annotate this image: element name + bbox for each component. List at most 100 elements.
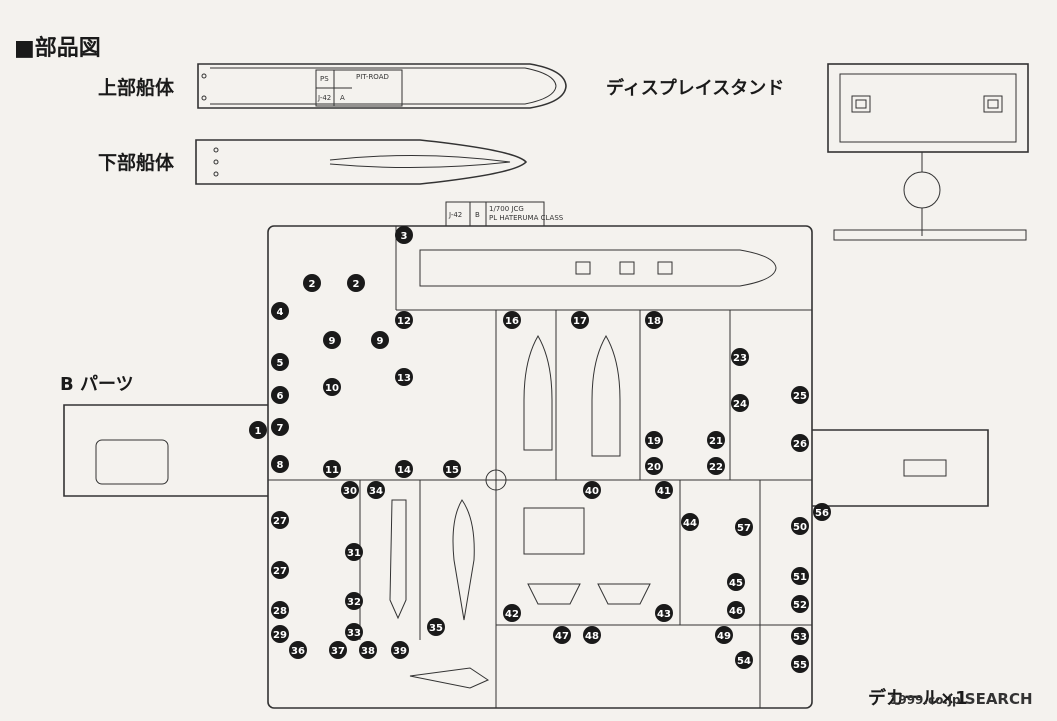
part-number-51: 51	[791, 567, 809, 585]
part-number-31: 31	[345, 543, 363, 561]
part-number-2: 2	[303, 274, 321, 292]
svg-text:48: 48	[585, 631, 599, 642]
svg-text:41: 41	[657, 486, 671, 497]
svg-text:22: 22	[709, 462, 723, 473]
svg-text:24: 24	[733, 399, 747, 410]
decal-label: デカール×1	[868, 688, 968, 709]
part-number-9: 9	[323, 331, 341, 349]
svg-text:6: 6	[277, 391, 284, 402]
part-number-13: 13	[395, 368, 413, 386]
hull-tag-letter: A	[340, 94, 345, 102]
svg-text:23: 23	[733, 353, 747, 364]
svg-text:44: 44	[683, 518, 697, 529]
runner-tag: J-42 B 1/700 JCG PL HATERUMA CLASS	[445, 201, 564, 227]
part-number-14: 14	[395, 460, 413, 478]
svg-text:43: 43	[657, 609, 671, 620]
svg-text:50: 50	[793, 522, 807, 533]
svg-text:45: 45	[729, 578, 743, 589]
part-number-45: 45	[727, 573, 745, 591]
part-number-30: 30	[341, 481, 359, 499]
part-number-35: 35	[427, 618, 445, 636]
part-number-55: 55	[791, 655, 809, 673]
svg-text:35: 35	[429, 623, 443, 634]
part-number-28: 28	[271, 601, 289, 619]
svg-text:12: 12	[397, 316, 411, 327]
svg-text:9: 9	[377, 336, 384, 347]
svg-text:49: 49	[717, 631, 731, 642]
part-number-53: 53	[791, 627, 809, 645]
display-stand-label: ディスプレイスタンド	[606, 78, 785, 99]
part-number-4: 4	[271, 302, 289, 320]
part-number-7: 7	[271, 418, 289, 436]
svg-text:42: 42	[505, 609, 519, 620]
svg-text:26: 26	[793, 439, 807, 450]
part-number-26: 26	[791, 434, 809, 452]
part-number-48: 48	[583, 626, 601, 644]
upper-hull-label: 上部船体	[98, 77, 175, 99]
svg-text:14: 14	[397, 465, 411, 476]
svg-text:18: 18	[647, 316, 661, 327]
svg-text:36: 36	[291, 646, 305, 657]
lower-hull	[195, 139, 528, 185]
part-number-50: 50	[791, 517, 809, 535]
runner-tag-letter: B	[475, 211, 480, 219]
part-number-19: 19	[645, 431, 663, 449]
part-number-39: 39	[391, 641, 409, 659]
svg-text:31: 31	[347, 548, 361, 559]
part-number-27: 27	[271, 561, 289, 579]
svg-text:30: 30	[343, 486, 357, 497]
svg-text:46: 46	[729, 606, 743, 617]
svg-text:55: 55	[793, 660, 807, 671]
svg-text:56: 56	[815, 508, 829, 519]
svg-text:27: 27	[273, 566, 287, 577]
part-number-27: 27	[271, 511, 289, 529]
part-number-6: 6	[271, 386, 289, 404]
svg-text:11: 11	[325, 465, 339, 476]
svg-text:34: 34	[369, 486, 383, 497]
part-number-21: 21	[707, 431, 725, 449]
svg-text:21: 21	[709, 436, 723, 447]
svg-text:20: 20	[647, 462, 661, 473]
part-number-42: 42	[503, 604, 521, 622]
svg-text:32: 32	[347, 597, 361, 608]
svg-text:40: 40	[585, 486, 599, 497]
part-number-16: 16	[503, 311, 521, 329]
svg-text:52: 52	[793, 600, 807, 611]
svg-text:8: 8	[277, 460, 284, 471]
part-number-52: 52	[791, 595, 809, 613]
part-number-12: 12	[395, 311, 413, 329]
watermark-brand: 1999.co.jp	[890, 693, 961, 707]
svg-text:16: 16	[505, 316, 519, 327]
hull-tag-ps: PS	[320, 75, 329, 83]
svg-text:28: 28	[273, 606, 287, 617]
part-number-37: 37	[329, 641, 347, 659]
svg-text:13: 13	[397, 373, 411, 384]
svg-text:27: 27	[273, 516, 287, 527]
part-number-9: 9	[371, 331, 389, 349]
bridge-part	[95, 249, 947, 485]
svg-text:57: 57	[737, 523, 751, 534]
part-number-23: 23	[731, 348, 749, 366]
display-stand	[827, 63, 1029, 241]
svg-text:47: 47	[555, 631, 569, 642]
runner-tag-code: J-42	[448, 211, 462, 219]
part-number-20: 20	[645, 457, 663, 475]
part-number-33: 33	[345, 623, 363, 641]
watermark-text: SEARCH	[964, 690, 1033, 708]
sprue-frame	[63, 225, 989, 709]
part-number-44: 44	[681, 513, 699, 531]
svg-text:38: 38	[361, 646, 375, 657]
part-number-11: 11	[323, 460, 341, 478]
part-number-25: 25	[791, 386, 809, 404]
part-number-29: 29	[271, 625, 289, 643]
svg-text:4: 4	[277, 307, 284, 318]
part-number-54: 54	[735, 651, 753, 669]
part-number-17: 17	[571, 311, 589, 329]
part-number-49: 49	[715, 626, 733, 644]
hull-tag-brand: PIT-ROAD	[356, 73, 389, 81]
svg-text:5: 5	[277, 358, 284, 369]
watermark: 1999.co.jp SEARCH	[890, 690, 1033, 708]
part-number-24: 24	[731, 394, 749, 412]
